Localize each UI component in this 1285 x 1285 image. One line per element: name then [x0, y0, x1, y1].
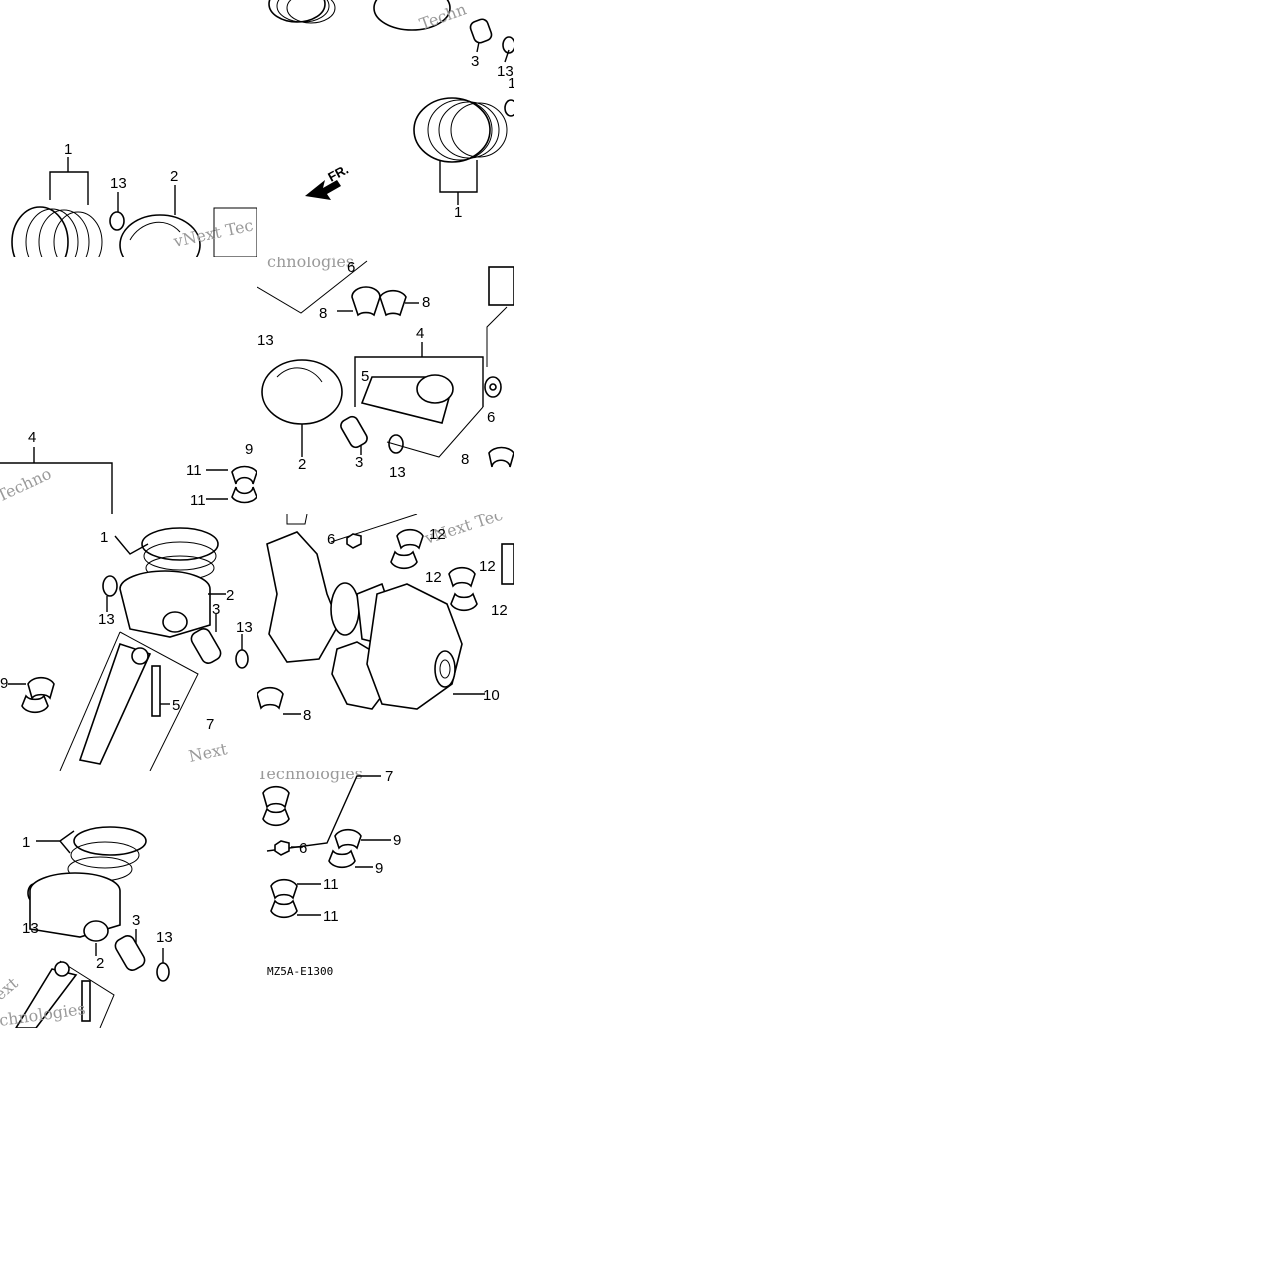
callout-label: 7 — [206, 716, 214, 733]
callout-label: 1 — [454, 204, 462, 221]
bearing-drawing: Techno 4 9 11 11 — [0, 429, 257, 514]
callout-label: 1 — [100, 529, 108, 546]
callout-label: 4 — [28, 429, 36, 446]
watermark: Techno — [0, 464, 54, 506]
callout-label: 9 — [375, 860, 383, 877]
callout-label: 1 — [64, 141, 72, 158]
callout-label: 12 — [429, 526, 446, 543]
callout-label: 3 — [212, 601, 220, 618]
callout-label: 13 — [236, 619, 253, 636]
callout-label: 8 — [422, 294, 430, 311]
callout-label: 9 — [393, 832, 401, 849]
callout-label: 4 — [416, 325, 424, 342]
callout-label: 8 — [303, 707, 311, 724]
callout-label: 13 — [389, 464, 406, 481]
callout-label: 11 — [323, 876, 339, 893]
callout-label: 6 — [299, 840, 307, 857]
callout-label: 3 — [132, 912, 140, 929]
callout-label: 5 — [361, 368, 369, 385]
callout-label: 6 — [347, 259, 355, 276]
callout-label: 13 — [22, 920, 39, 937]
tile-crankshaft: vNext Tec 6 12 12 12 12 10 8 — [257, 514, 514, 771]
bearing-set-drawing: Technologies 7 9 9 11 11 6 MZ5A-E1300 — [257, 771, 401, 978]
callout-label: 2 — [170, 168, 178, 185]
callout-label: 8 — [461, 451, 469, 468]
callout-label: 13 — [257, 332, 274, 349]
callout-label: 2 — [96, 955, 104, 972]
tile-left-piston-rod: Next 1 2 13 3 13 9 5 7 — [0, 514, 257, 771]
connecting-rod-drawing: chnologies 6 8 8 4 13 5 6 2 3 13 8 — [257, 257, 514, 481]
callout-label: 13 — [156, 929, 173, 946]
front-arrow-icon — [305, 180, 341, 200]
callout-label: 13 — [110, 175, 127, 192]
piston-assembly-drawing: ext chnologies 1 13 3 13 2 — [0, 826, 173, 1028]
piston-rod-drawing: Next 1 2 13 3 13 9 5 7 — [0, 527, 253, 771]
callout-label: 10 — [483, 687, 500, 704]
callout-label: 11 — [190, 492, 206, 509]
callout-label: 2 — [298, 456, 306, 473]
callout-label: 1 — [508, 75, 514, 92]
callout-label: 12 — [479, 558, 496, 575]
piston-ring-drawing: FR. Techn 3 13 1 1 — [268, 0, 514, 221]
callout-label: 8 — [319, 305, 327, 322]
ring-piston-drawing: vNext Tec 1 13 2 — [11, 141, 257, 257]
callout-label: 11 — [186, 462, 202, 479]
callout-label: 3 — [355, 454, 363, 471]
callout-label: 5 — [172, 697, 180, 714]
callout-label: 1 — [22, 834, 30, 851]
callout-label: 13 — [497, 63, 514, 80]
diagram-code: MZ5A-E1300 — [267, 965, 333, 978]
watermark: Next — [187, 739, 230, 766]
callout-label: 11 — [323, 908, 339, 925]
watermark: ext — [0, 973, 22, 1004]
callout-label: 7 — [385, 771, 393, 785]
callout-label: 3 — [471, 53, 479, 70]
watermark: chnologies — [267, 257, 354, 271]
watermark: Technologies — [257, 771, 363, 783]
tile-top-pistons: FR. Techn 3 13 1 1 — [257, 0, 514, 257]
tile-left-bearings: Techno 4 9 11 11 — [0, 257, 257, 514]
tile-bottom-left-piston: ext chnologies 1 13 3 13 2 — [0, 771, 257, 1028]
callout-label: 12 — [491, 602, 508, 619]
tile-left-rings: vNext Tec 1 13 2 — [0, 0, 257, 257]
callout-label: 6 — [327, 531, 335, 548]
callout-label: 6 — [487, 409, 495, 426]
callout-label: 13 — [98, 611, 115, 628]
callout-label: 9 — [245, 441, 253, 458]
tile-center-rod: chnologies 6 8 8 4 13 5 6 2 3 13 8 — [257, 257, 514, 514]
tile-bottom-bearings: Technologies 7 9 9 11 11 6 MZ5A-E1300 — [257, 771, 514, 1028]
callout-label: 2 — [226, 587, 234, 604]
callout-label: 9 — [0, 675, 8, 692]
crankshaft-drawing: vNext Tec 6 12 12 12 12 10 8 — [257, 514, 514, 724]
callout-label: 12 — [425, 569, 442, 586]
front-arrow-label: FR. — [325, 162, 351, 185]
